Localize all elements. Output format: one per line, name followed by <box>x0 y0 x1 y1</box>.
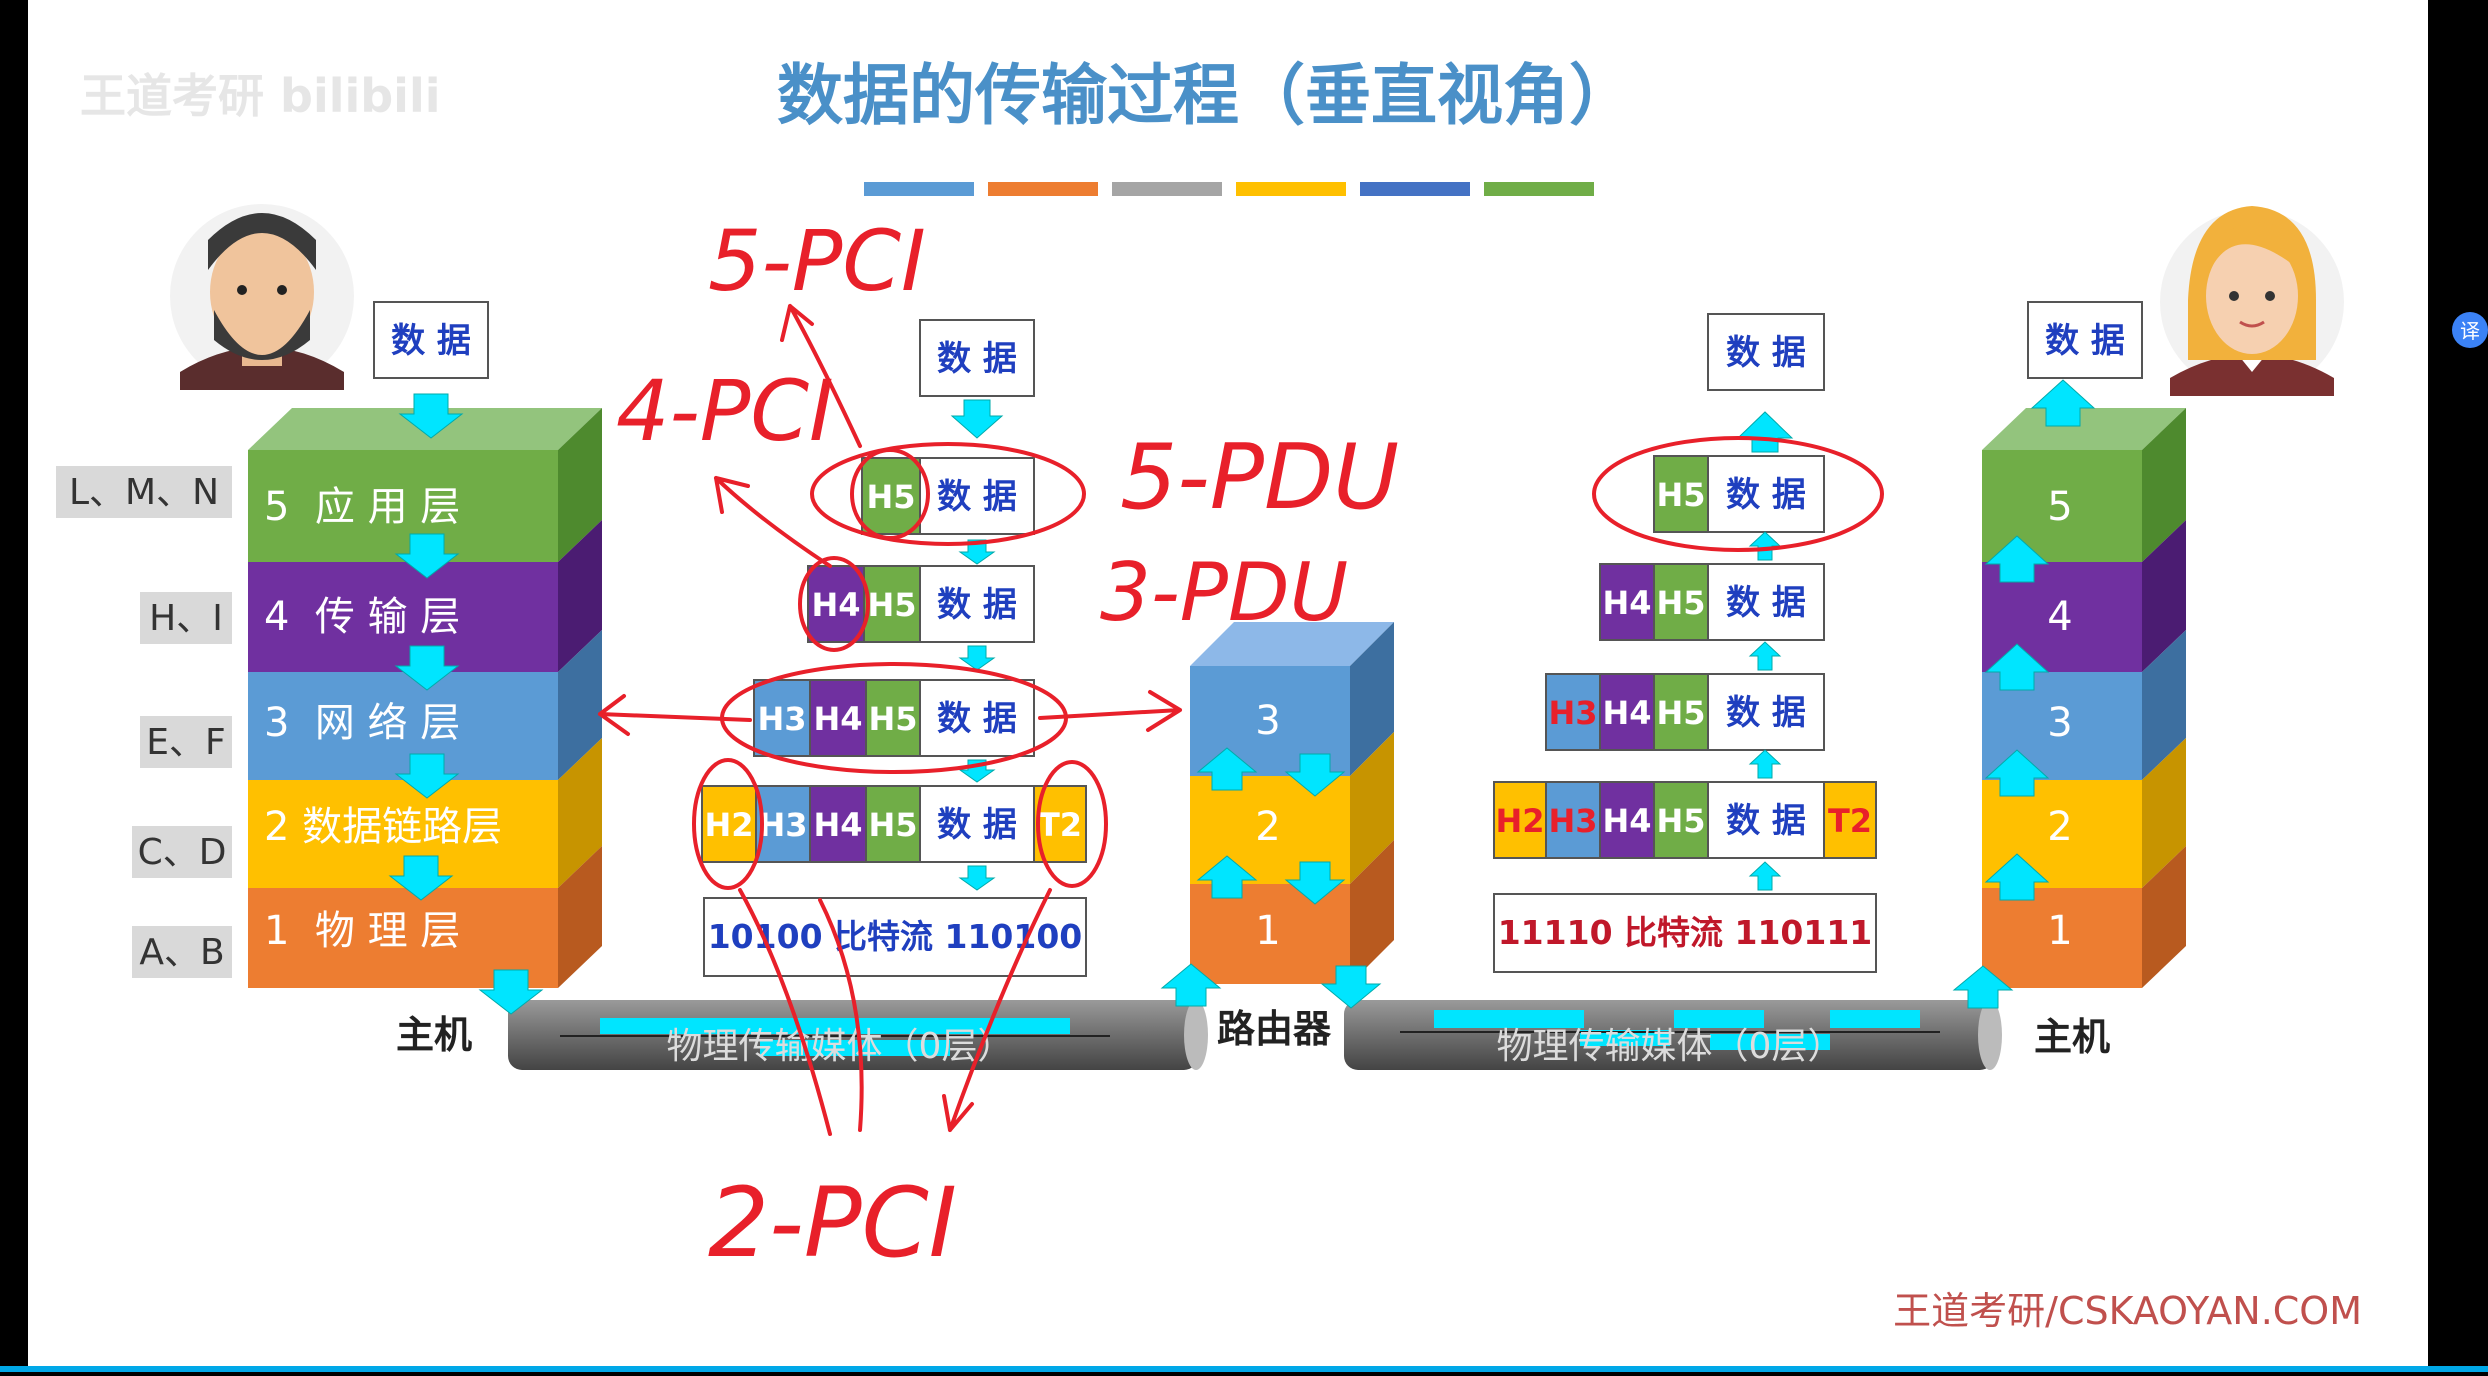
enc-right-data-5-label: 数 据 <box>1726 801 1806 841</box>
enc-right-h4-row4-label: H4 <box>1602 584 1651 622</box>
annotation-5-pdu: 5-PDU <box>1120 425 1399 530</box>
enc-right-h3-row3-label: H3 <box>1548 694 1597 732</box>
color-bar-segment <box>864 182 974 196</box>
enc-right-h4-row3-label: H4 <box>1602 694 1651 732</box>
watermark: 王道考研 bilibili <box>80 69 440 123</box>
enc-left-h3-row2-label: H3 <box>758 806 807 844</box>
annotation-5-pci: 5-PCI <box>708 212 926 310</box>
enc-left-data-4-label: 数 据 <box>937 699 1017 739</box>
medium-left-label: 物理传输媒体（0层） <box>667 1026 1014 1067</box>
annotation-2-pci: 2-PCI <box>708 1167 957 1279</box>
enc-left-h5-row3-label: H5 <box>868 700 917 738</box>
sender-layer-4-label: 4 传 输 层 <box>264 594 460 640</box>
label-hi: H、I <box>149 598 223 639</box>
color-bar-segment <box>1112 182 1222 196</box>
enc-right-h4-row2-label: H4 <box>1602 802 1651 840</box>
label-lmn: L、M、N <box>69 472 219 513</box>
enc-left-t2-label: T2 <box>1038 806 1082 844</box>
sender-layer-5-label: 5 应 用 层 <box>264 484 460 530</box>
enc-left-h5-row2-label: H5 <box>868 806 917 844</box>
router-layer-2-label: 2 <box>1255 804 1280 850</box>
enc-left-data-2-label: 数 据 <box>937 477 1017 517</box>
sender-data-label: 数 据 <box>391 321 471 361</box>
label-ab: A、B <box>139 932 224 973</box>
receiver-layer-4-label: 4 <box>2047 594 2072 640</box>
receiver-layer-3-label: 3 <box>2047 700 2072 746</box>
router-layer-3-label: 3 <box>1255 698 1280 744</box>
enc-right-h5-row4-label: H5 <box>1656 584 1705 622</box>
enc-left-h5-row5-label: H5 <box>866 478 915 516</box>
medium-right-label: 物理传输媒体（0层） <box>1497 1026 1844 1067</box>
enc-right-bitstream: 11110 比特流 110111 <box>1498 913 1873 952</box>
color-bar-segment <box>1484 182 1594 196</box>
enc-right-h3-row2-label: H3 <box>1548 802 1597 840</box>
color-bar-segment <box>1236 182 1346 196</box>
receiver-layer-1-label: 1 <box>2047 908 2072 954</box>
receiver-layer-5-label: 5 <box>2047 484 2072 530</box>
enc-right-h5-row5-label: H5 <box>1656 476 1705 514</box>
enc-left-h2-row2-label: H2 <box>704 806 753 844</box>
enc-left-data-3-label: 数 据 <box>937 585 1017 625</box>
footer-brand: 王道考研/CSKAOYAN.COM <box>1893 1289 2362 1333</box>
sender-layer-2-label: 2 数据链路层 <box>264 804 502 850</box>
sender-host-label: 主机 <box>396 1013 472 1057</box>
enc-right-data-2-label: 数 据 <box>1726 475 1806 515</box>
enc-left-h3-row3-label: H3 <box>757 700 806 738</box>
sender-layer-3-label: 3 网 络 层 <box>264 700 460 746</box>
color-bar-segment <box>988 182 1098 196</box>
color-bar-segment <box>1360 182 1470 196</box>
bottom-progress-line <box>0 1366 2488 1372</box>
enc-right-h5-row2-label: H5 <box>1656 802 1705 840</box>
annotation-3-pdu: 3-PDU <box>1100 546 1348 639</box>
enc-left-data-5-label: 数 据 <box>937 805 1017 845</box>
enc-left-h4-row3-label: H4 <box>813 700 862 738</box>
enc-left-data-1-label: 数 据 <box>937 339 1017 379</box>
label-ef: E、F <box>146 722 225 763</box>
enc-right-data-1-label: 数 据 <box>1726 333 1806 373</box>
receiver-data-label: 数 据 <box>2045 321 2125 361</box>
receiver-host-label: 主机 <box>2034 1015 2110 1059</box>
receiver-layer-2-label: 2 <box>2047 804 2072 850</box>
label-cd: C、D <box>138 832 227 873</box>
annotation-4-pci: 4-PCI <box>616 362 834 460</box>
enc-right-h2-row2-label: H2 <box>1495 802 1544 840</box>
enc-left-h4-row2-label: H4 <box>813 806 862 844</box>
enc-right-t2-label: T2 <box>1828 802 1872 840</box>
enc-right-h5-row3-label: H5 <box>1656 694 1705 732</box>
translate-icon[interactable]: 译 <box>2460 319 2480 343</box>
enc-right-data-4-label: 数 据 <box>1726 693 1806 733</box>
router-layer-1-label: 1 <box>1255 908 1280 954</box>
enc-left-h5-row4-label: H5 <box>867 586 916 624</box>
sender-layer-1-label: 1 物 理 层 <box>264 908 460 954</box>
slide-title: 数据的传输过程（垂直视角） <box>777 57 1635 134</box>
enc-right-data-3-label: 数 据 <box>1726 583 1806 623</box>
router-label: 路由器 <box>1217 1007 1332 1051</box>
medium-right: 物理传输媒体（0层） <box>1344 1000 2002 1070</box>
enc-left-h4-row4-label: H4 <box>811 586 860 624</box>
